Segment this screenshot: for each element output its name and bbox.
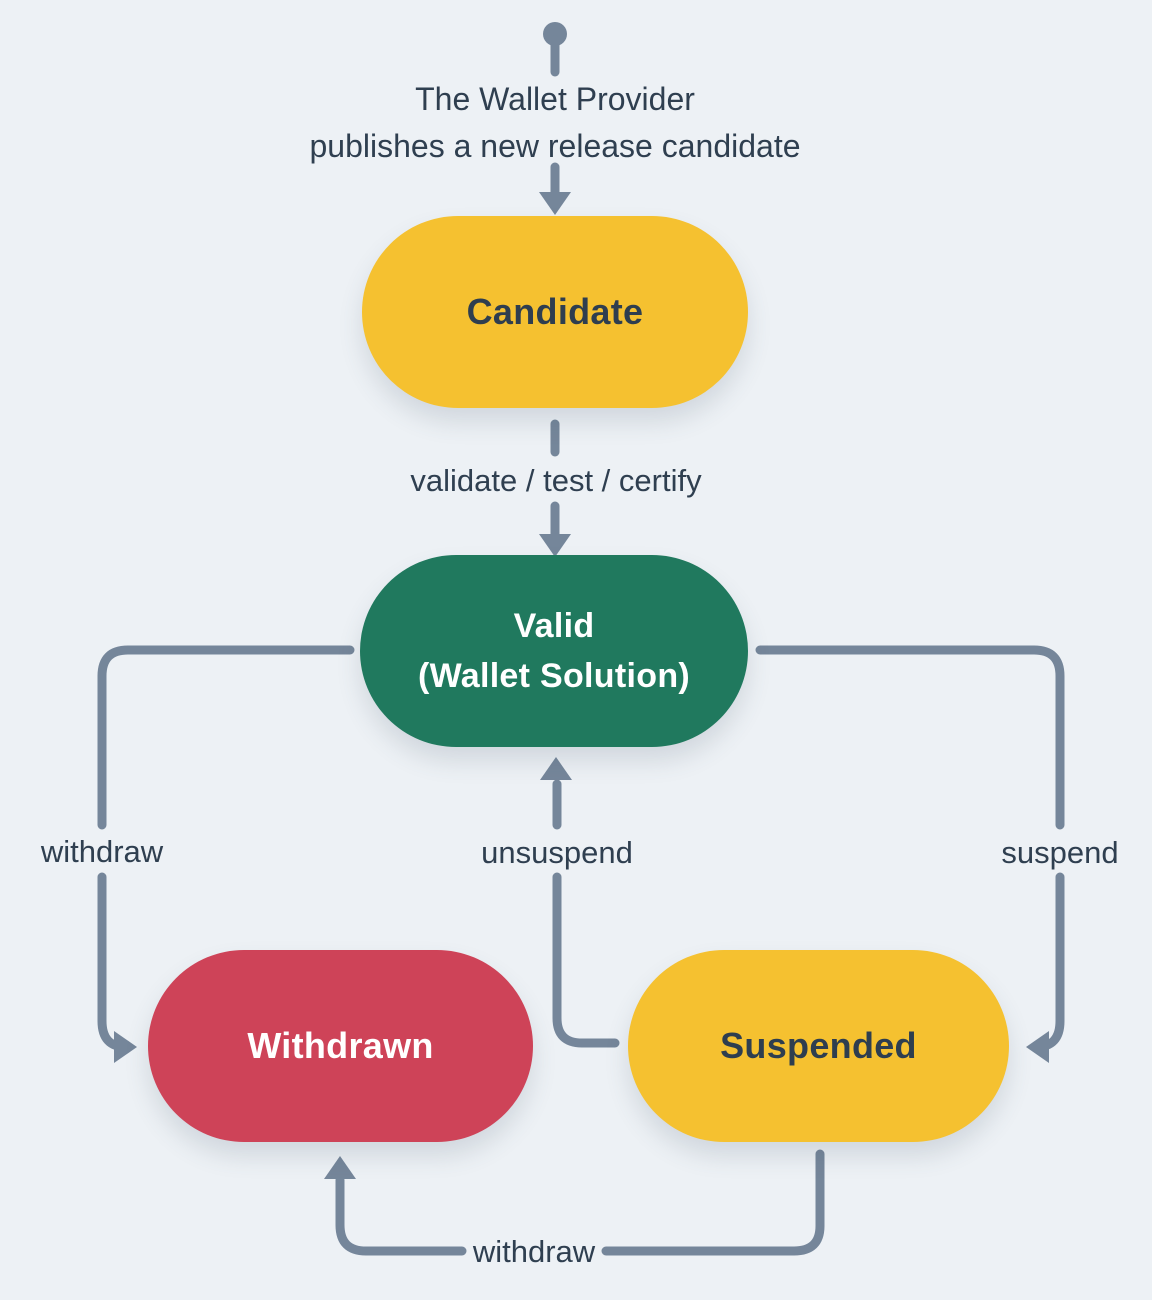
edge-unsuspend-lower — [552, 872, 620, 1048]
edge-suspend-lower — [1031, 872, 1065, 1052]
arrow-right-into-withdrawn-icon — [114, 1031, 137, 1063]
edge-label-withdraw-left: withdraw — [40, 834, 164, 869]
state-withdrawn-label: Withdrawn — [247, 1025, 434, 1066]
edge-suspend-upper — [755, 645, 1065, 830]
start-event-note: The Wallet Provider publishes a new rele… — [310, 76, 801, 170]
start-dot-icon — [543, 22, 567, 46]
arrow-up-into-valid-icon — [540, 757, 572, 780]
edge-withdraw-bottom-left — [335, 1175, 467, 1256]
edge-label-withdraw-bottom: withdraw — [472, 1234, 596, 1269]
state-valid: Valid (Wallet Solution) — [360, 555, 748, 747]
start-event-line2: publishes a new release candidate — [309, 128, 801, 164]
state-withdrawn: Withdrawn — [148, 950, 533, 1142]
arrow-left-into-suspended-icon — [1026, 1031, 1049, 1063]
edge-label-validate: validate / test / certify — [410, 463, 702, 498]
arrow-down-into-valid-icon — [539, 534, 571, 557]
state-suspended: Suspended — [628, 950, 1009, 1142]
state-candidate: Candidate — [362, 216, 748, 408]
state-valid-label-line2: (Wallet Solution) — [417, 657, 691, 695]
state-candidate-label: Candidate — [466, 291, 644, 332]
state-valid-label-line1: Valid — [513, 607, 595, 645]
edge-withdraw-left-lower — [97, 872, 131, 1052]
edge-withdraw-left-upper — [97, 645, 355, 830]
state-suspended-label: Suspended — [720, 1025, 917, 1066]
edge-label-unsuspend: unsuspend — [481, 835, 633, 870]
arrow-up-into-withdrawn-icon — [324, 1156, 356, 1179]
arrow-down-into-candidate-icon — [539, 192, 571, 215]
start-event-line1: The Wallet Provider — [415, 81, 695, 117]
edge-withdraw-bottom-right — [601, 1149, 825, 1256]
edge-label-suspend: suspend — [1001, 835, 1119, 870]
